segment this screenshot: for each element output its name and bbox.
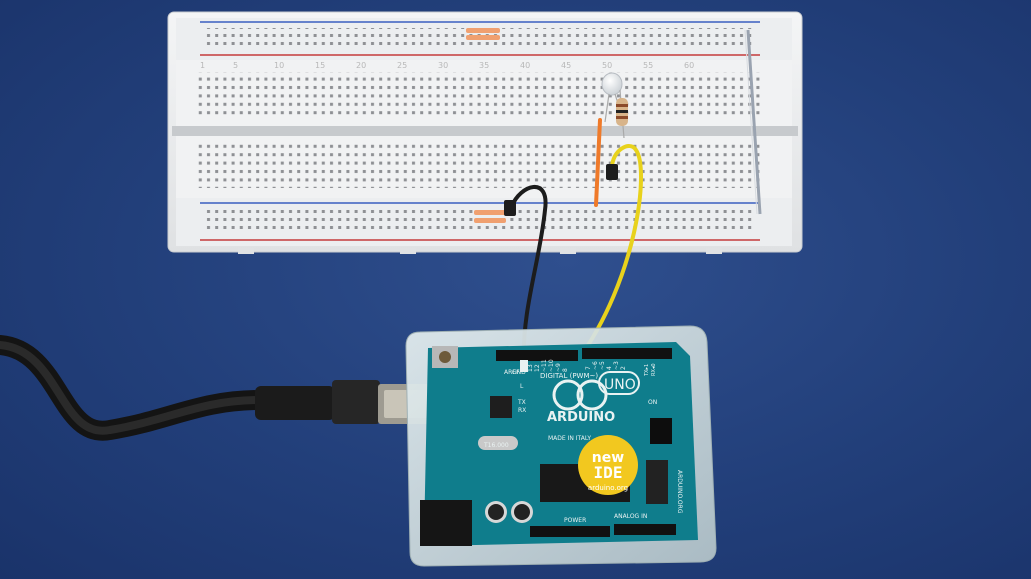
column-number: 15 bbox=[315, 61, 325, 70]
pin-label: ~11 bbox=[541, 359, 548, 372]
column-number: 45 bbox=[561, 61, 571, 70]
sticker-line3: arduino.org bbox=[588, 484, 628, 492]
arduino-silkscreen: ARDUINO UNO DIGITAL (PWM~) MADE IN ITALY… bbox=[483, 359, 683, 524]
brand-label: ARDUINO bbox=[547, 410, 615, 425]
column-number: 50 bbox=[602, 61, 612, 70]
pin-highlight bbox=[520, 360, 528, 372]
power-label: POWER bbox=[564, 517, 586, 524]
column-number: 10 bbox=[274, 61, 284, 70]
vertical-jumper-wire bbox=[744, 29, 762, 215]
yellow-wire bbox=[576, 144, 643, 362]
header-label: DIGITAL (PWM~) bbox=[540, 372, 598, 380]
aref-label: AREF bbox=[504, 369, 520, 376]
side-label: ARDUINO.ORG bbox=[676, 470, 683, 514]
pin-label: ~6 bbox=[592, 361, 599, 370]
sticker-line1: new bbox=[592, 450, 624, 466]
rail-jumper-bottom bbox=[474, 210, 506, 223]
pin-label: ~9 bbox=[555, 363, 562, 372]
pin-label: 7 bbox=[585, 366, 592, 370]
model-label: UNO bbox=[604, 377, 636, 393]
breadboard-column-numbers: 1 5 10 15 20 25 30 35 40 45 50 55 60 bbox=[200, 61, 694, 70]
rail-jumper-top bbox=[466, 28, 500, 40]
tx-label: TX bbox=[517, 399, 526, 406]
column-number: 25 bbox=[397, 61, 407, 70]
pin-label: TX▸1 bbox=[644, 364, 650, 377]
breadboard: 1 5 10 15 20 25 30 35 40 45 50 55 60 bbox=[167, 11, 803, 254]
resistor bbox=[616, 89, 628, 139]
column-number: 60 bbox=[684, 61, 694, 70]
arduino-board bbox=[420, 342, 698, 546]
pin-label: 2 bbox=[620, 366, 627, 370]
usb-cable bbox=[0, 335, 450, 441]
column-number: 20 bbox=[356, 61, 366, 70]
sticker-line2: IDE bbox=[594, 463, 623, 482]
origin-label: MADE IN ITALY bbox=[548, 435, 591, 442]
l-led-label: L bbox=[520, 383, 524, 390]
rx-label: RX bbox=[518, 407, 526, 414]
pin-label: 8 bbox=[562, 368, 569, 372]
column-number: 30 bbox=[438, 61, 448, 70]
pin-label: ~10 bbox=[548, 359, 555, 372]
gnd-label: GND bbox=[512, 369, 526, 376]
on-led-label: ON bbox=[648, 399, 657, 406]
column-number: 40 bbox=[520, 61, 530, 70]
pin-label: ~5 bbox=[599, 361, 606, 370]
crystal-label: T16.000 bbox=[483, 442, 509, 449]
pin-label: 12 bbox=[534, 364, 541, 372]
column-number: 35 bbox=[479, 61, 489, 70]
column-number: 1 bbox=[200, 61, 205, 70]
column-number: 5 bbox=[233, 61, 238, 70]
pin-label: RX◂0 bbox=[651, 363, 657, 376]
pin-label: 13 bbox=[527, 364, 534, 372]
analog-label: ANALOG IN bbox=[614, 513, 647, 520]
pin-label: ~3 bbox=[613, 361, 620, 370]
column-number: 55 bbox=[643, 61, 653, 70]
black-wire bbox=[504, 185, 548, 362]
pin-label: 4 bbox=[606, 366, 613, 370]
orange-jumper-wire bbox=[594, 118, 602, 207]
